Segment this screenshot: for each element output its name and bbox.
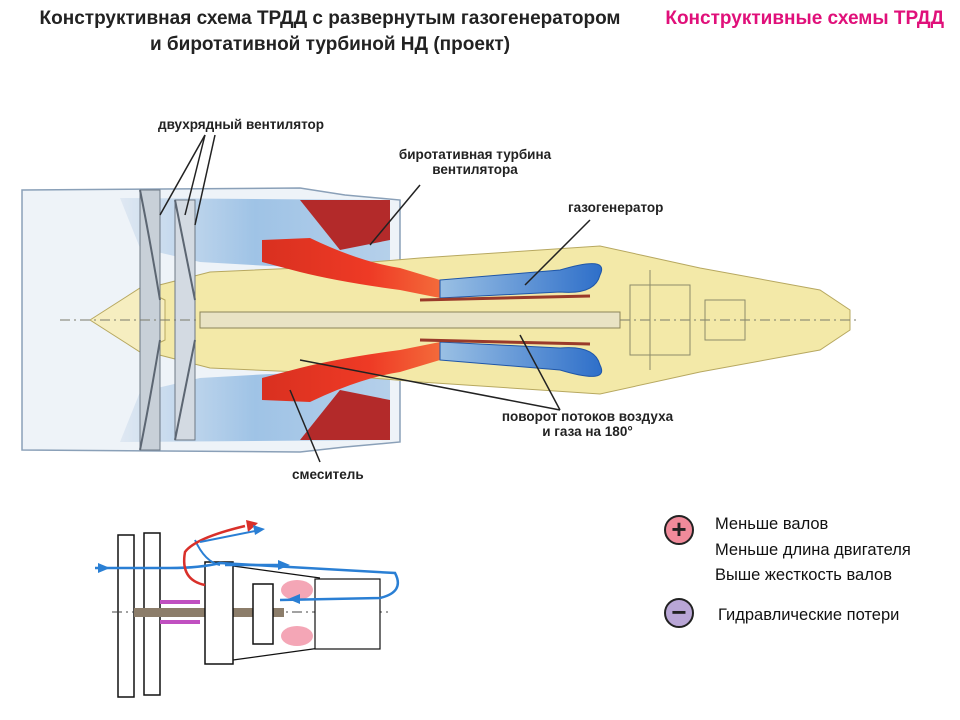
label-turn-line-1: поворот потоков воздуха xyxy=(501,409,674,424)
shaft xyxy=(199,311,621,329)
label-turbine: биротативная турбина вентилятора xyxy=(380,147,570,177)
section-title: Конструктивные схемы ТРДД xyxy=(665,8,944,29)
pros-list: Меньше валов Меньше длина двигателя Выше… xyxy=(715,512,911,589)
label-turbine-line-2: вентилятора xyxy=(432,162,518,177)
title-line-2: и биротативной турбиной НД (проект) xyxy=(149,34,511,55)
mixer-wedge-upper xyxy=(300,200,390,250)
cold-loop-upper xyxy=(439,263,603,299)
accessory-box xyxy=(629,284,691,356)
slide-title: Конструктивная схема ТРДД с развернутым … xyxy=(10,6,650,58)
label-fan: двухрядный вентилятор xyxy=(158,117,325,132)
hot-flow-lower xyxy=(262,342,440,402)
label-mixer: смеситель xyxy=(292,467,364,482)
leader-lines xyxy=(159,134,591,463)
pros-item: Выше жесткость валов xyxy=(715,566,892,584)
hot-flow-upper xyxy=(262,238,440,298)
title-line-1: Конструктивная схема ТРДД с развернутым … xyxy=(39,8,621,29)
label-turn-line-2: и газа на 180° xyxy=(542,424,633,439)
label-gasgen: газогенератор xyxy=(568,200,664,215)
cons-list: Гидравлические потери xyxy=(718,606,899,625)
pros-item: Меньше валов xyxy=(715,515,829,533)
minus-icon: − xyxy=(664,598,694,628)
cons-item: Гидравлические потери xyxy=(718,606,900,624)
cold-loop-lower xyxy=(439,341,603,377)
label-turbine-line-1: биротативная турбина xyxy=(398,147,552,162)
mixer-wedge-lower xyxy=(300,390,390,440)
pros-item: Меньше длина двигателя xyxy=(715,540,911,559)
plus-icon: + xyxy=(664,515,694,545)
label-turn: поворот потоков воздуха и газа на 180° xyxy=(485,409,690,439)
